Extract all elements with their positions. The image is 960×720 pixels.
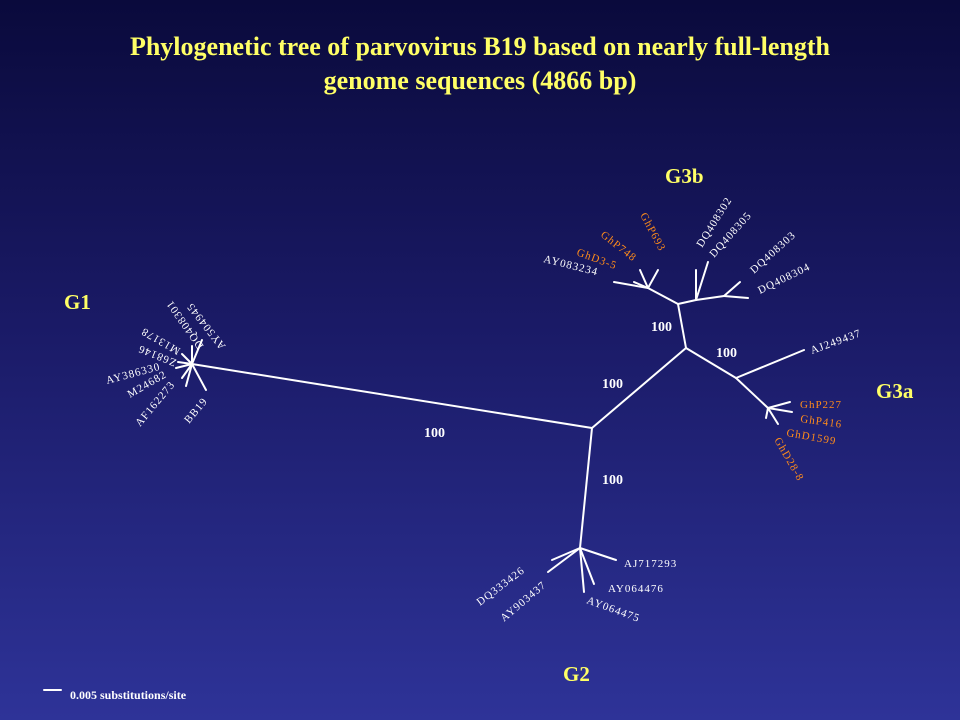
group-labels: G1 G2 G3a G3b	[64, 164, 914, 686]
branch-GhD1599	[767, 407, 779, 425]
branch-M13178	[181, 353, 193, 365]
branch-root-g2	[579, 427, 593, 549]
branch-root-g3	[591, 347, 687, 429]
leaf-GhD28-8: GhD28-8	[771, 436, 806, 484]
bootstrap-g3a: 100	[716, 346, 737, 361]
branch-GhP416	[767, 407, 793, 413]
branch-DQ408305	[695, 261, 709, 301]
bootstrap-root-g1: 100	[424, 426, 445, 441]
branch-AJ717293	[579, 547, 617, 561]
branch-root-g1	[191, 363, 593, 429]
group-label-g2: G2	[563, 662, 590, 686]
branch-GhP227	[767, 401, 791, 409]
branch-DQ408304	[723, 295, 749, 299]
leaf-AJ717293: AJ717293	[624, 558, 677, 570]
branch-AY386330	[175, 363, 193, 369]
group-label-g3a: G3a	[876, 379, 914, 403]
branch-g3b-left	[647, 287, 679, 305]
branch-AY504945	[191, 339, 203, 365]
branch-AF162273	[185, 363, 193, 387]
group-label-g3b: G3b	[665, 164, 704, 188]
branch-AJ249437	[735, 349, 805, 379]
branch-BB19	[191, 363, 207, 391]
group-label-g1: G1	[64, 290, 91, 314]
branch-g3b-right	[677, 299, 697, 305]
leaf-labels-g3a: AJ249437 GhP227 GhP416 GhD1599 GhD28-8	[771, 327, 863, 483]
branch-GhP693	[647, 269, 659, 289]
tree-branches	[175, 261, 805, 593]
scale-bar-label: 0.005 substitutions/site	[70, 688, 187, 702]
leaf-GhP416: GhP416	[800, 413, 843, 431]
branch-g3b-right2	[695, 295, 725, 301]
leaf-AY064476: AY064476	[608, 583, 664, 595]
branch-AY064476	[579, 547, 595, 585]
bootstrap-g3b: 100	[651, 320, 672, 335]
page-title: Phylogenetic tree of parvovirus B19 base…	[0, 30, 960, 98]
leaf-labels-g1: AY504945 DQ408301 M13178 Z68146 AY386330…	[105, 298, 229, 429]
title-line-2: genome sequences (4866 bp)	[323, 66, 637, 95]
title-line-1: Phylogenetic tree of parvovirus B19 base…	[129, 32, 831, 61]
branch-AY083234	[613, 281, 649, 289]
leaf-GhP693: GhP693	[637, 211, 667, 254]
leaf-AY064475: AY064475	[585, 595, 642, 625]
leaf-labels-g3b: GhP693 GhP748 GhD3-5 AY083234 DQ408302 D…	[542, 195, 812, 297]
bootstrap-root-g3: 100	[602, 377, 623, 392]
leaf-GhD1599: GhD1599	[785, 427, 837, 448]
leaf-labels-g2: AJ717293 AY064476 AY064475 AY903437 DQ33…	[475, 558, 677, 625]
branch-AY903437	[547, 547, 581, 573]
branch-GhD28-8	[765, 407, 769, 419]
branch-g3a	[685, 347, 737, 379]
leaf-AJ249437: AJ249437	[809, 327, 863, 356]
branch-GhP748	[639, 269, 649, 289]
branch-DQ408303	[723, 281, 741, 297]
bootstrap-root-g2: 100	[602, 473, 623, 488]
branch-DQ333426	[551, 547, 581, 561]
leaf-GhP227: GhP227	[800, 399, 842, 411]
branch-AY064475	[579, 547, 585, 593]
scale-bar: 0.005 substitutions/site	[43, 688, 187, 702]
branch-g3a-inner	[735, 377, 769, 409]
bootstrap-values: 100 100 100 100 100	[424, 320, 737, 488]
leaf-BB19: BB19	[182, 395, 210, 425]
branch-g3b	[677, 303, 687, 349]
